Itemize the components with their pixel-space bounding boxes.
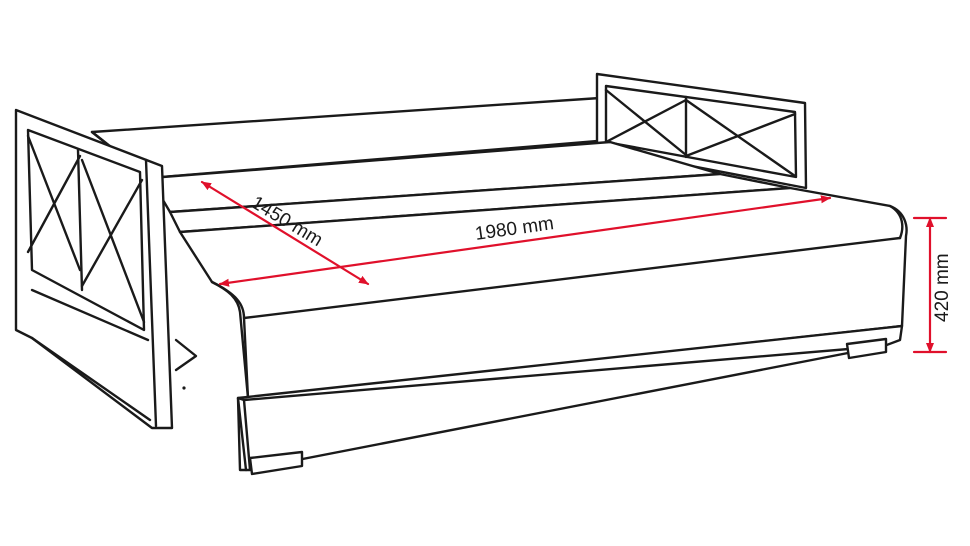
height-dimension-label: 420 mm <box>932 253 953 322</box>
sofa-base <box>236 324 904 472</box>
left-armrest <box>14 108 198 430</box>
right-armrest <box>595 72 808 190</box>
dimension-lines <box>200 180 948 354</box>
sofa-feet <box>248 337 888 476</box>
length-dimension-line <box>218 195 832 287</box>
